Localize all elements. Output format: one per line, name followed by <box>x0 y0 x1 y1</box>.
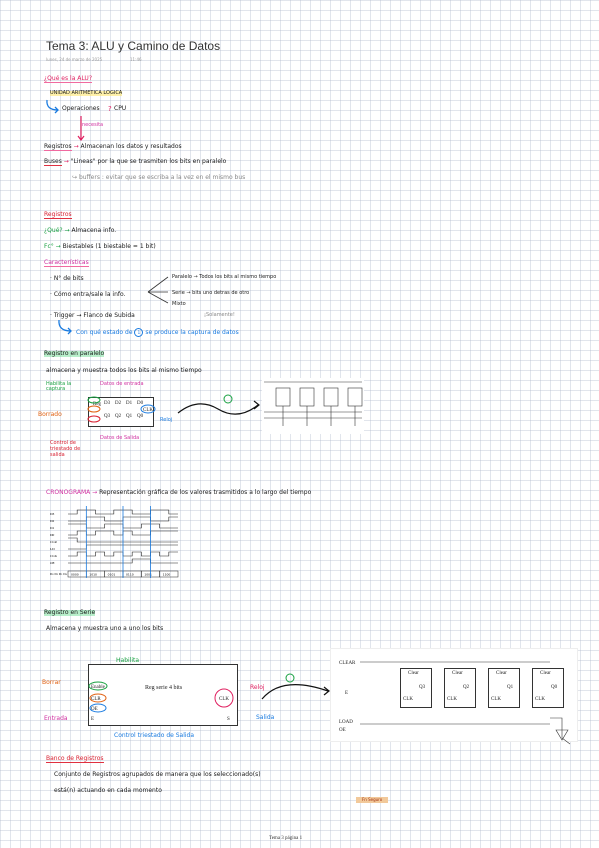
page-title: Tema 3: ALU y Camino de Datos <box>46 39 221 53</box>
caract-1: · N° de bits <box>50 275 84 282</box>
caract-3: · Trigger → Flanco de Subida <box>50 312 135 319</box>
arrow-squiggle <box>177 394 260 415</box>
registros-q2: Fc° → Biestables (1 biestable = 1 bit) <box>44 243 156 250</box>
signal-wave <box>68 558 178 564</box>
page-time: 11:46 <box>130 57 142 62</box>
out-label: Q3 <box>104 414 111 419</box>
caract-2b: Serie → bits uno detras de otro <box>172 290 250 296</box>
paralelo-habilita: Habilita la captura <box>46 381 72 392</box>
branch-lines <box>147 276 169 304</box>
arrow-right-icon <box>261 673 330 700</box>
page-date: lunes, 24 de marzo de 2025 <box>46 57 103 62</box>
signal-label: D3 <box>50 512 55 516</box>
registros-q1: ¿Qué? → Almacena info. <box>44 227 117 234</box>
alu-ops: Operaciones <box>62 105 100 112</box>
serie-circuit-wires <box>360 661 571 745</box>
serie-desc: Almacena y muestra uno a uno los bits <box>46 625 164 632</box>
serie-circles <box>88 681 234 713</box>
caract-3-note: ¡Solamente! <box>204 312 235 318</box>
serie-control: Control triestado de Salida <box>114 732 195 739</box>
bus-value: 0110 <box>126 573 134 577</box>
buses-line: Buses → "Lineas" por la que se trasmiten… <box>44 158 227 166</box>
pin-label: D3 <box>104 401 111 406</box>
clock-icon: 1 <box>134 328 144 337</box>
signal-label: CLR <box>50 540 57 544</box>
page-footer: Tema 3 página 1 <box>269 836 303 841</box>
paralelo-circles <box>87 396 156 423</box>
paralelo-borrado: Borrado <box>38 411 62 418</box>
registros-line: Registros → Almacenan los datos y result… <box>44 143 182 151</box>
serie-salida: Salida <box>256 714 275 721</box>
paralelo-control: Control de triestado de salida <box>50 440 81 458</box>
signal-wave <box>68 537 178 543</box>
paralelo-clk: CLK <box>143 408 153 413</box>
buses-text: "Lineas" por la que se trasmiten los bit… <box>70 158 227 165</box>
arrow-icon <box>46 99 59 114</box>
serie-register-box: Reg serie 4 bits Enable CLR OE E CLK S <box>88 664 238 726</box>
out-label: Q2 <box>115 414 122 419</box>
paralelo-reloj: Reloj <box>160 417 173 423</box>
caract-heading: Características <box>44 259 89 267</box>
pin-label: D1 <box>126 401 133 406</box>
banco-text-1: Conjunto de Registros agrupados de maner… <box>54 771 261 778</box>
signal-label: OE <box>50 561 55 565</box>
signal-label: D1 <box>50 526 55 530</box>
out-label: Q1 <box>126 414 133 419</box>
bus-value: 0000 <box>71 573 79 577</box>
arrow-down-icon <box>77 116 85 141</box>
buffers-text: ↪ buffers : evitar que se escriba a la v… <box>72 174 246 181</box>
cronograma-line: CRONOGRAMA → Representación gráfica de l… <box>46 489 312 496</box>
out-label: Q0 <box>137 414 144 419</box>
alu-acronym: UNIDAD ARITMETICA LOGICA <box>50 90 123 96</box>
paralelo-desc: almacena y muestra todos los bits al mis… <box>46 367 202 374</box>
banco-text-2: está(n) actuando en cada momento <box>54 787 162 794</box>
bus-value: 1001 <box>144 573 152 577</box>
serie-borrar: Borrar <box>42 679 61 686</box>
registros-heading: Registros <box>44 211 72 219</box>
paralelo-datos-salida: Datos de Salida <box>100 435 140 441</box>
caract-2: · Cómo entra/sale la info. <box>50 291 126 298</box>
serie-heading: Registro en Serie <box>44 609 96 616</box>
paralelo-heading: Registro en paralelo <box>44 350 105 357</box>
serie-entrada: Entrada <box>44 715 68 722</box>
serie-habilita: Habilita <box>116 657 140 664</box>
registros-label: Registros <box>44 143 72 151</box>
arrow-icon <box>58 319 72 335</box>
caract-3-question: Con qué estado de 1 se produce la captur… <box>76 328 239 337</box>
signal-label: LD <box>50 547 55 551</box>
banco-heading: Banco de Registros <box>46 755 104 763</box>
question-mark-icon: ? <box>108 105 112 113</box>
alu-cpu: CPU <box>114 105 127 112</box>
buses-label: Buses <box>44 158 62 166</box>
paralelo-datos-entrada: Datos de entrada <box>100 381 144 387</box>
signal-label: D0 <box>50 533 55 537</box>
serie-reloj: Reloj <box>250 684 265 691</box>
bus-value: 1010 <box>89 573 97 577</box>
signal-label: CLK <box>50 554 57 558</box>
registros-text: Almacenan los datos y resultados <box>80 143 182 150</box>
paralelo-circuit <box>262 378 364 434</box>
bus-value: 0101 <box>108 573 116 577</box>
pin-label: D0 <box>137 401 144 406</box>
bus-value: 1100 <box>163 573 171 577</box>
signal-label: D2 <box>50 519 55 523</box>
alu-question: ¿Qué es la ALU? <box>44 75 93 83</box>
bus-segment <box>159 570 179 578</box>
pin-label: D2 <box>115 401 122 406</box>
banco-sticker: Fn Seguro <box>356 797 389 803</box>
caract-2c: Mixto <box>172 301 186 307</box>
bus-label: D₃ D₂ D₁ D₀ <box>50 572 68 576</box>
alu-needs: necesita <box>82 122 104 128</box>
caract-2a: Paralelo → Todos los bits al mismo tiemp… <box>172 274 277 280</box>
